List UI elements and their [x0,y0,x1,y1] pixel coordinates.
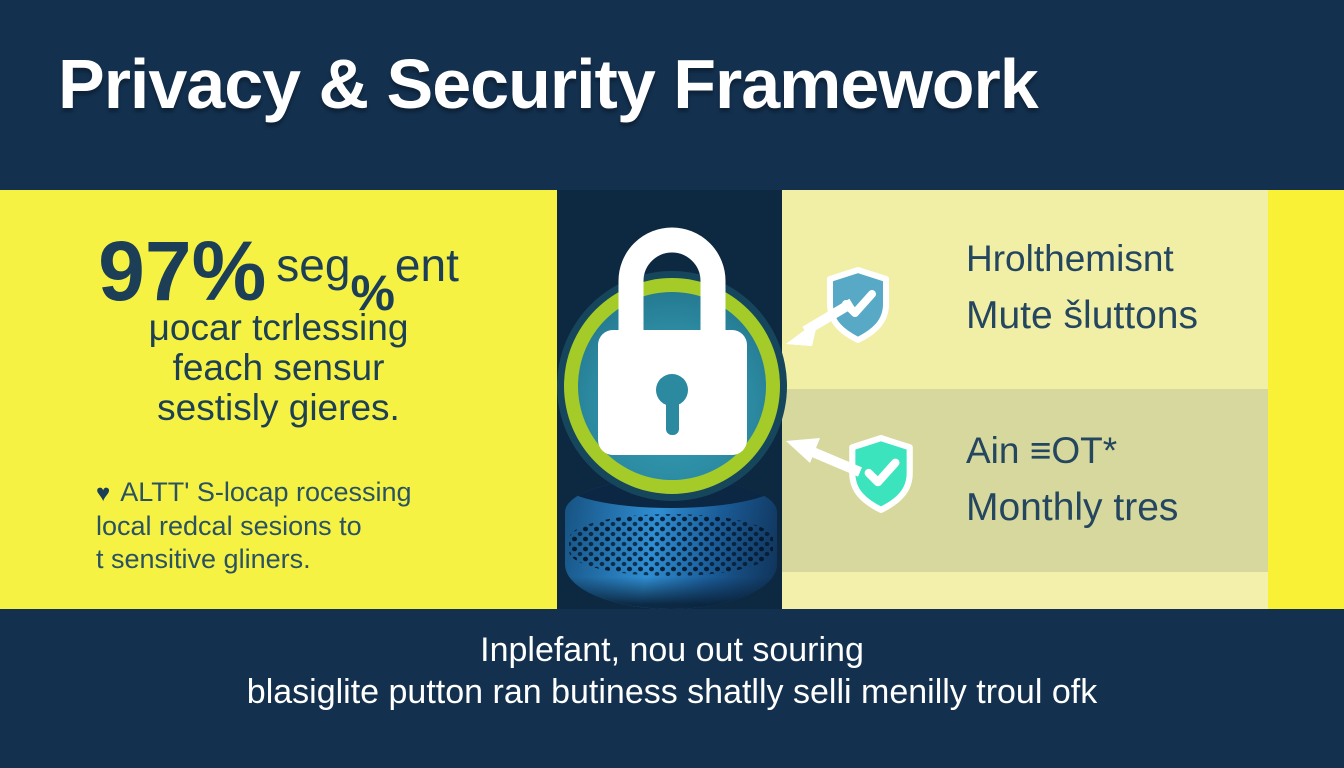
stat-label-percent: % [350,265,395,321]
stat-row: 97% seg%ent [0,224,557,321]
heart-icon: ♥ [96,480,111,507]
right-feature-panel: Hrolthemisnt Mute šluttons Ain ≡OT* Mont… [782,190,1344,609]
left-stat-panel: 97% seg%ent μocar tcrlessing feach sensu… [0,190,557,609]
footer-line: Inplefant, nou out souring [480,631,864,669]
stat-paragraph-line: μocar tcrlessing [148,307,409,348]
bullet-line: t sensitive gliners. [96,544,311,574]
footer-line: blasiglite putton ran butiness shatlly s… [246,673,1098,711]
stat-label: seg%ent [276,238,459,321]
bullet-line: local redcal sesions to [96,511,362,541]
stat-paragraph: μocar tcrlessing feach sensur sestisly g… [0,308,557,428]
stat-label-post: ent [394,239,459,291]
bullet-item: ♥ ALTT' S-locap rocessing local redcal se… [96,476,456,576]
stat-paragraph-line: sestisly gieres. [157,387,400,428]
shield-check-icon [849,435,913,513]
footer-caption: Inplefant, nou out souring blasiglite pu… [0,630,1344,712]
feature-1-title: Hrolthemisnt [966,238,1174,279]
speaker-shadow [565,577,777,609]
feature-2-subtitle: Monthly tres [966,486,1179,529]
bright-yellow-stripe [1268,190,1344,609]
feature-2-title: Ain ≡OT* [966,430,1118,471]
feature-item-1: Hrolthemisnt Mute šluttons [966,230,1198,344]
speaker-grille [569,514,773,576]
stat-label-pre: seg [276,239,351,291]
feature-panel-bottom-strip [782,572,1344,609]
stat-paragraph-line: feach sensur [172,347,385,388]
page-title: Privacy & Security Framework [58,45,1039,123]
bullet-line: ALTT' S-locap rocessing [120,477,412,507]
shield-check-icon [827,267,889,343]
padlock-icon [598,227,747,455]
feature-1-subtitle: Mute šluttons [966,294,1198,337]
feature-item-2: Ain ≡OT* Monthly tres [966,422,1178,536]
stat-value: 97% [98,224,267,318]
